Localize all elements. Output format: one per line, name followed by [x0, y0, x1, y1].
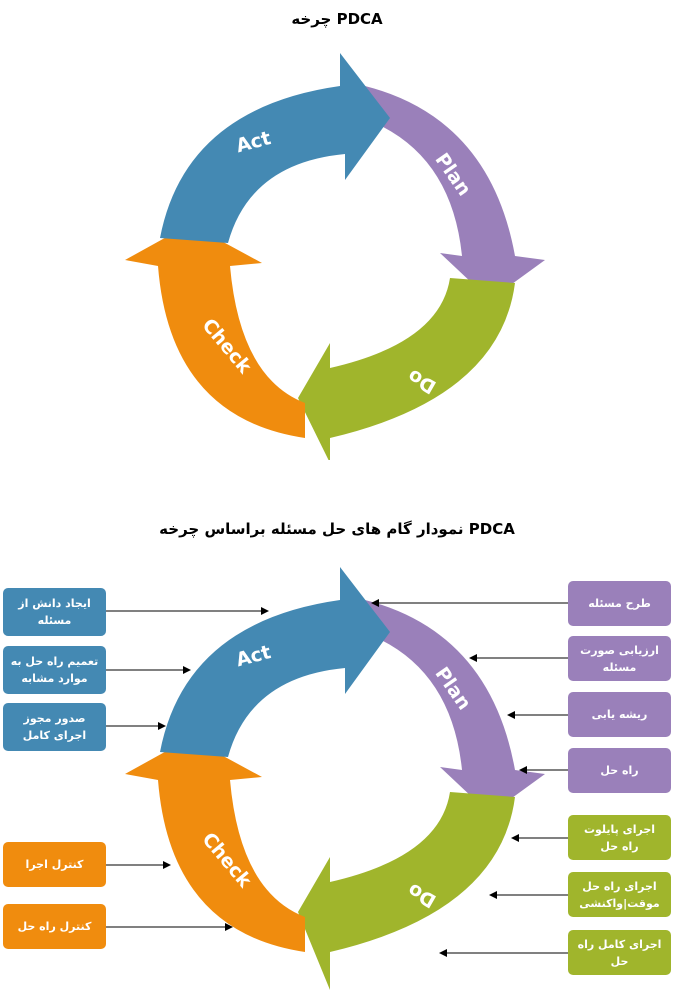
plan-box-4: راه حل — [568, 748, 671, 793]
plan-arrow-2 — [365, 600, 545, 814]
act-arrow-2 — [160, 567, 390, 757]
connector-lines — [106, 599, 568, 957]
check-box-2: کنترل راه حل — [3, 904, 106, 949]
bottom-title: نمودار گام های حل مسئله براساس چرخه PDCA — [159, 520, 515, 538]
do-box-2: اجرای راه حل موقت|واکنشی — [568, 872, 671, 917]
do-box-1: اجرای پایلوت راه حل — [568, 815, 671, 860]
plan-box-1: طرح مسئله — [568, 581, 671, 626]
pdca-cycle-top: Act Plan Do Check — [125, 53, 545, 460]
do-arrow — [298, 278, 515, 460]
check-arrow-2 — [125, 738, 305, 952]
act-box-2: تعمیم راه حل به موارد مشابه — [3, 646, 106, 694]
check-box-1: کنترل اجرا — [3, 842, 106, 887]
act-box-3: صدور مجوز اجرای کامل — [3, 703, 106, 751]
do-arrow-2 — [298, 792, 515, 990]
check-arrow — [125, 224, 305, 438]
plan-box-2: ارزیابی صورت مسئله — [568, 636, 671, 681]
act-box-1: ایجاد دانش از مسئله — [3, 588, 106, 636]
plan-arrow — [365, 86, 545, 300]
do-box-3: اجرای کامل راه حل — [568, 930, 671, 975]
plan-box-3: ریشه یابی — [568, 692, 671, 737]
act-arrow — [160, 53, 390, 243]
top-title: چرخه PDCA — [291, 10, 383, 28]
